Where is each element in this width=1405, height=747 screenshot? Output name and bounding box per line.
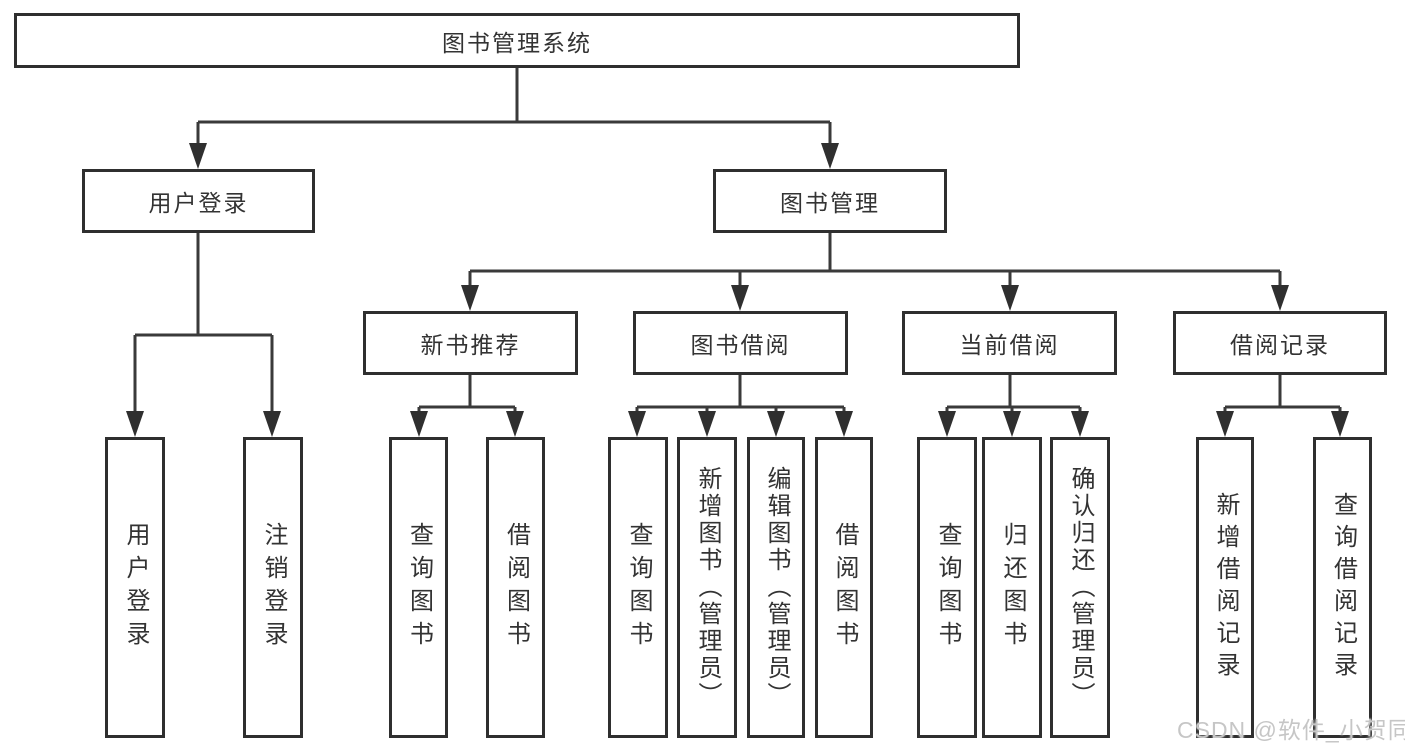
node-label: 借阅图书 — [502, 521, 530, 654]
leaf-add-books-admin: 新增图书（管理员） — [677, 437, 737, 738]
node-label: 归还图书 — [999, 521, 1026, 654]
node-label: 查询图书 — [934, 521, 961, 654]
node-label: 借阅记录 — [1230, 332, 1330, 358]
node-label: 查询图书 — [625, 521, 652, 654]
leaf-return-books: 归还图书 — [982, 437, 1042, 738]
node-label: 新增借阅记录 — [1212, 491, 1239, 684]
node-label: 当前借阅 — [959, 332, 1060, 358]
leaf-borrow-books-borrowing: 借阅图书 — [815, 437, 873, 738]
leaf-user-login: 用户登录 — [105, 437, 165, 738]
csdn-watermark: CSDN @软件_小贺同学 — [1177, 717, 1405, 743]
leaf-query-books-borrowing: 查询图书 — [608, 437, 668, 738]
leaf-confirm-return-admin: 确认归还（管理员） — [1050, 437, 1110, 738]
node-label: 确认归还（管理员） — [1067, 466, 1094, 709]
leaf-query-books-current: 查询图书 — [917, 437, 977, 738]
node-new-book-recommendation: 新书推荐 — [363, 311, 578, 375]
node-label: 新书推荐 — [420, 332, 521, 358]
node-label: 图书管理系统 — [442, 29, 592, 56]
node-book-borrowing: 图书借阅 — [633, 311, 848, 375]
node-current-borrowing: 当前借阅 — [902, 311, 1117, 375]
node-user-login: 用户登录 — [82, 169, 315, 233]
node-label: 图书借阅 — [690, 332, 791, 358]
leaf-edit-books-admin: 编辑图书（管理员） — [747, 437, 805, 738]
leaf-query-borrow-record: 查询借阅记录 — [1313, 437, 1372, 738]
node-library-management-system: 图书管理系统 — [14, 13, 1020, 68]
leaf-borrow-books-recommend: 借阅图书 — [486, 437, 545, 738]
node-label: 查询图书 — [405, 521, 433, 654]
node-book-management: 图书管理 — [713, 169, 947, 233]
leaf-query-books-recommend: 查询图书 — [389, 437, 448, 738]
node-label: 借阅图书 — [831, 521, 858, 654]
node-label: 图书管理 — [780, 190, 880, 216]
node-label: 编辑图书（管理员） — [763, 466, 790, 709]
node-borrowing-records: 借阅记录 — [1173, 311, 1387, 375]
node-label: 注销登录 — [260, 521, 287, 654]
node-label: 新增图书（管理员） — [694, 466, 721, 709]
leaf-logout: 注销登录 — [243, 437, 303, 738]
node-label: 查询借阅记录 — [1329, 491, 1357, 684]
leaf-add-borrow-record: 新增借阅记录 — [1196, 437, 1254, 738]
node-label: 用户登录 — [148, 190, 249, 216]
node-label: 用户登录 — [122, 521, 149, 654]
